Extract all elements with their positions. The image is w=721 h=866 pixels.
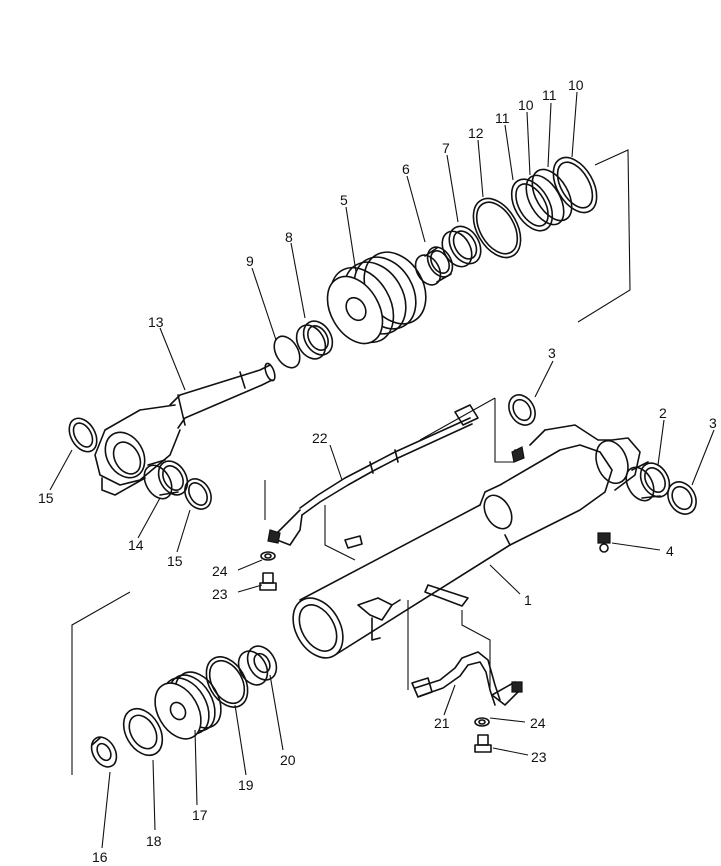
- part-20-nut: [237, 645, 278, 686]
- part-3-seal-ring-right: [667, 481, 697, 515]
- part-5-piston-head: [326, 251, 427, 345]
- callout-13: 13: [148, 314, 164, 330]
- callout-24-lower: 24: [530, 715, 546, 731]
- callout-10-inner: 10: [518, 97, 534, 113]
- part-24-washer-upper: [260, 551, 276, 561]
- callout-17: 17: [192, 807, 208, 823]
- callout-2: 2: [659, 405, 667, 421]
- part-15-seal-ring-right: [184, 478, 212, 510]
- part-6-bushing: [414, 246, 454, 286]
- part-8-bearing: [295, 320, 334, 360]
- part-14-bushing: [143, 459, 189, 500]
- part-22-pipe: [264, 397, 515, 561]
- part-10-snap-ring-inner: [525, 174, 565, 226]
- callout-6: 6: [402, 161, 410, 177]
- part-12-o-ring: [472, 197, 522, 259]
- leader-lines: [49, 91, 715, 849]
- lower-group-bracket: [71, 591, 131, 775]
- part-18-piston-seal: [122, 707, 164, 757]
- callout-11-top: 11: [542, 87, 557, 103]
- part-23-bolt-lower: [474, 734, 492, 753]
- part-15-seal-ring-left: [68, 417, 98, 453]
- part-11-ring-outer: [531, 168, 573, 222]
- part-16-nut: [90, 736, 118, 768]
- callout-8: 8: [285, 229, 293, 245]
- callout-4: 4: [666, 543, 674, 559]
- part-7-bearing: [441, 225, 482, 268]
- part-11-ring-inner: [510, 178, 554, 232]
- part-1-cylinder-tube: [292, 424, 641, 659]
- callout-3-right: 3: [709, 415, 717, 431]
- callout-1: 1: [524, 592, 532, 608]
- callout-22: 22: [312, 430, 328, 446]
- callout-3-top: 3: [548, 345, 556, 361]
- part-3-seal-ring-top: [508, 394, 536, 426]
- part-21-pipe: [407, 600, 523, 706]
- upper-group-bracket: [577, 149, 631, 323]
- callout-23-upper: 23: [212, 586, 228, 602]
- part-19-wear-ring: [205, 656, 249, 708]
- callout-24-upper: 24: [212, 563, 228, 579]
- callout-21: 21: [434, 715, 450, 731]
- callout-9: 9: [246, 253, 254, 269]
- callout-19: 19: [238, 777, 254, 793]
- part-17-piston: [154, 671, 222, 740]
- callout-labels: 10 11 10 11 12 7 6 5 8 9 13 3 2 3 22 15 …: [38, 77, 717, 865]
- callout-20: 20: [280, 752, 296, 768]
- part-24-washer-lower: [474, 717, 490, 727]
- part-13-piston-rod: [94, 362, 276, 496]
- callout-15-right: 15: [167, 553, 183, 569]
- callout-12: 12: [468, 125, 484, 141]
- callout-7: 7: [442, 140, 450, 156]
- callout-11-inner: 11: [495, 110, 510, 126]
- part-2-bushing: [625, 461, 671, 502]
- callout-5: 5: [340, 192, 348, 208]
- callout-18: 18: [146, 833, 162, 849]
- part-9-snap-ring: [273, 335, 301, 369]
- part-4-grease-fitting: [597, 532, 611, 553]
- callout-15-left: 15: [38, 490, 54, 506]
- callout-16: 16: [92, 849, 108, 865]
- callout-10-top: 10: [568, 77, 584, 93]
- part-23-bolt-upper: [259, 572, 277, 591]
- callout-23-lower: 23: [531, 749, 547, 765]
- callout-14: 14: [128, 537, 144, 553]
